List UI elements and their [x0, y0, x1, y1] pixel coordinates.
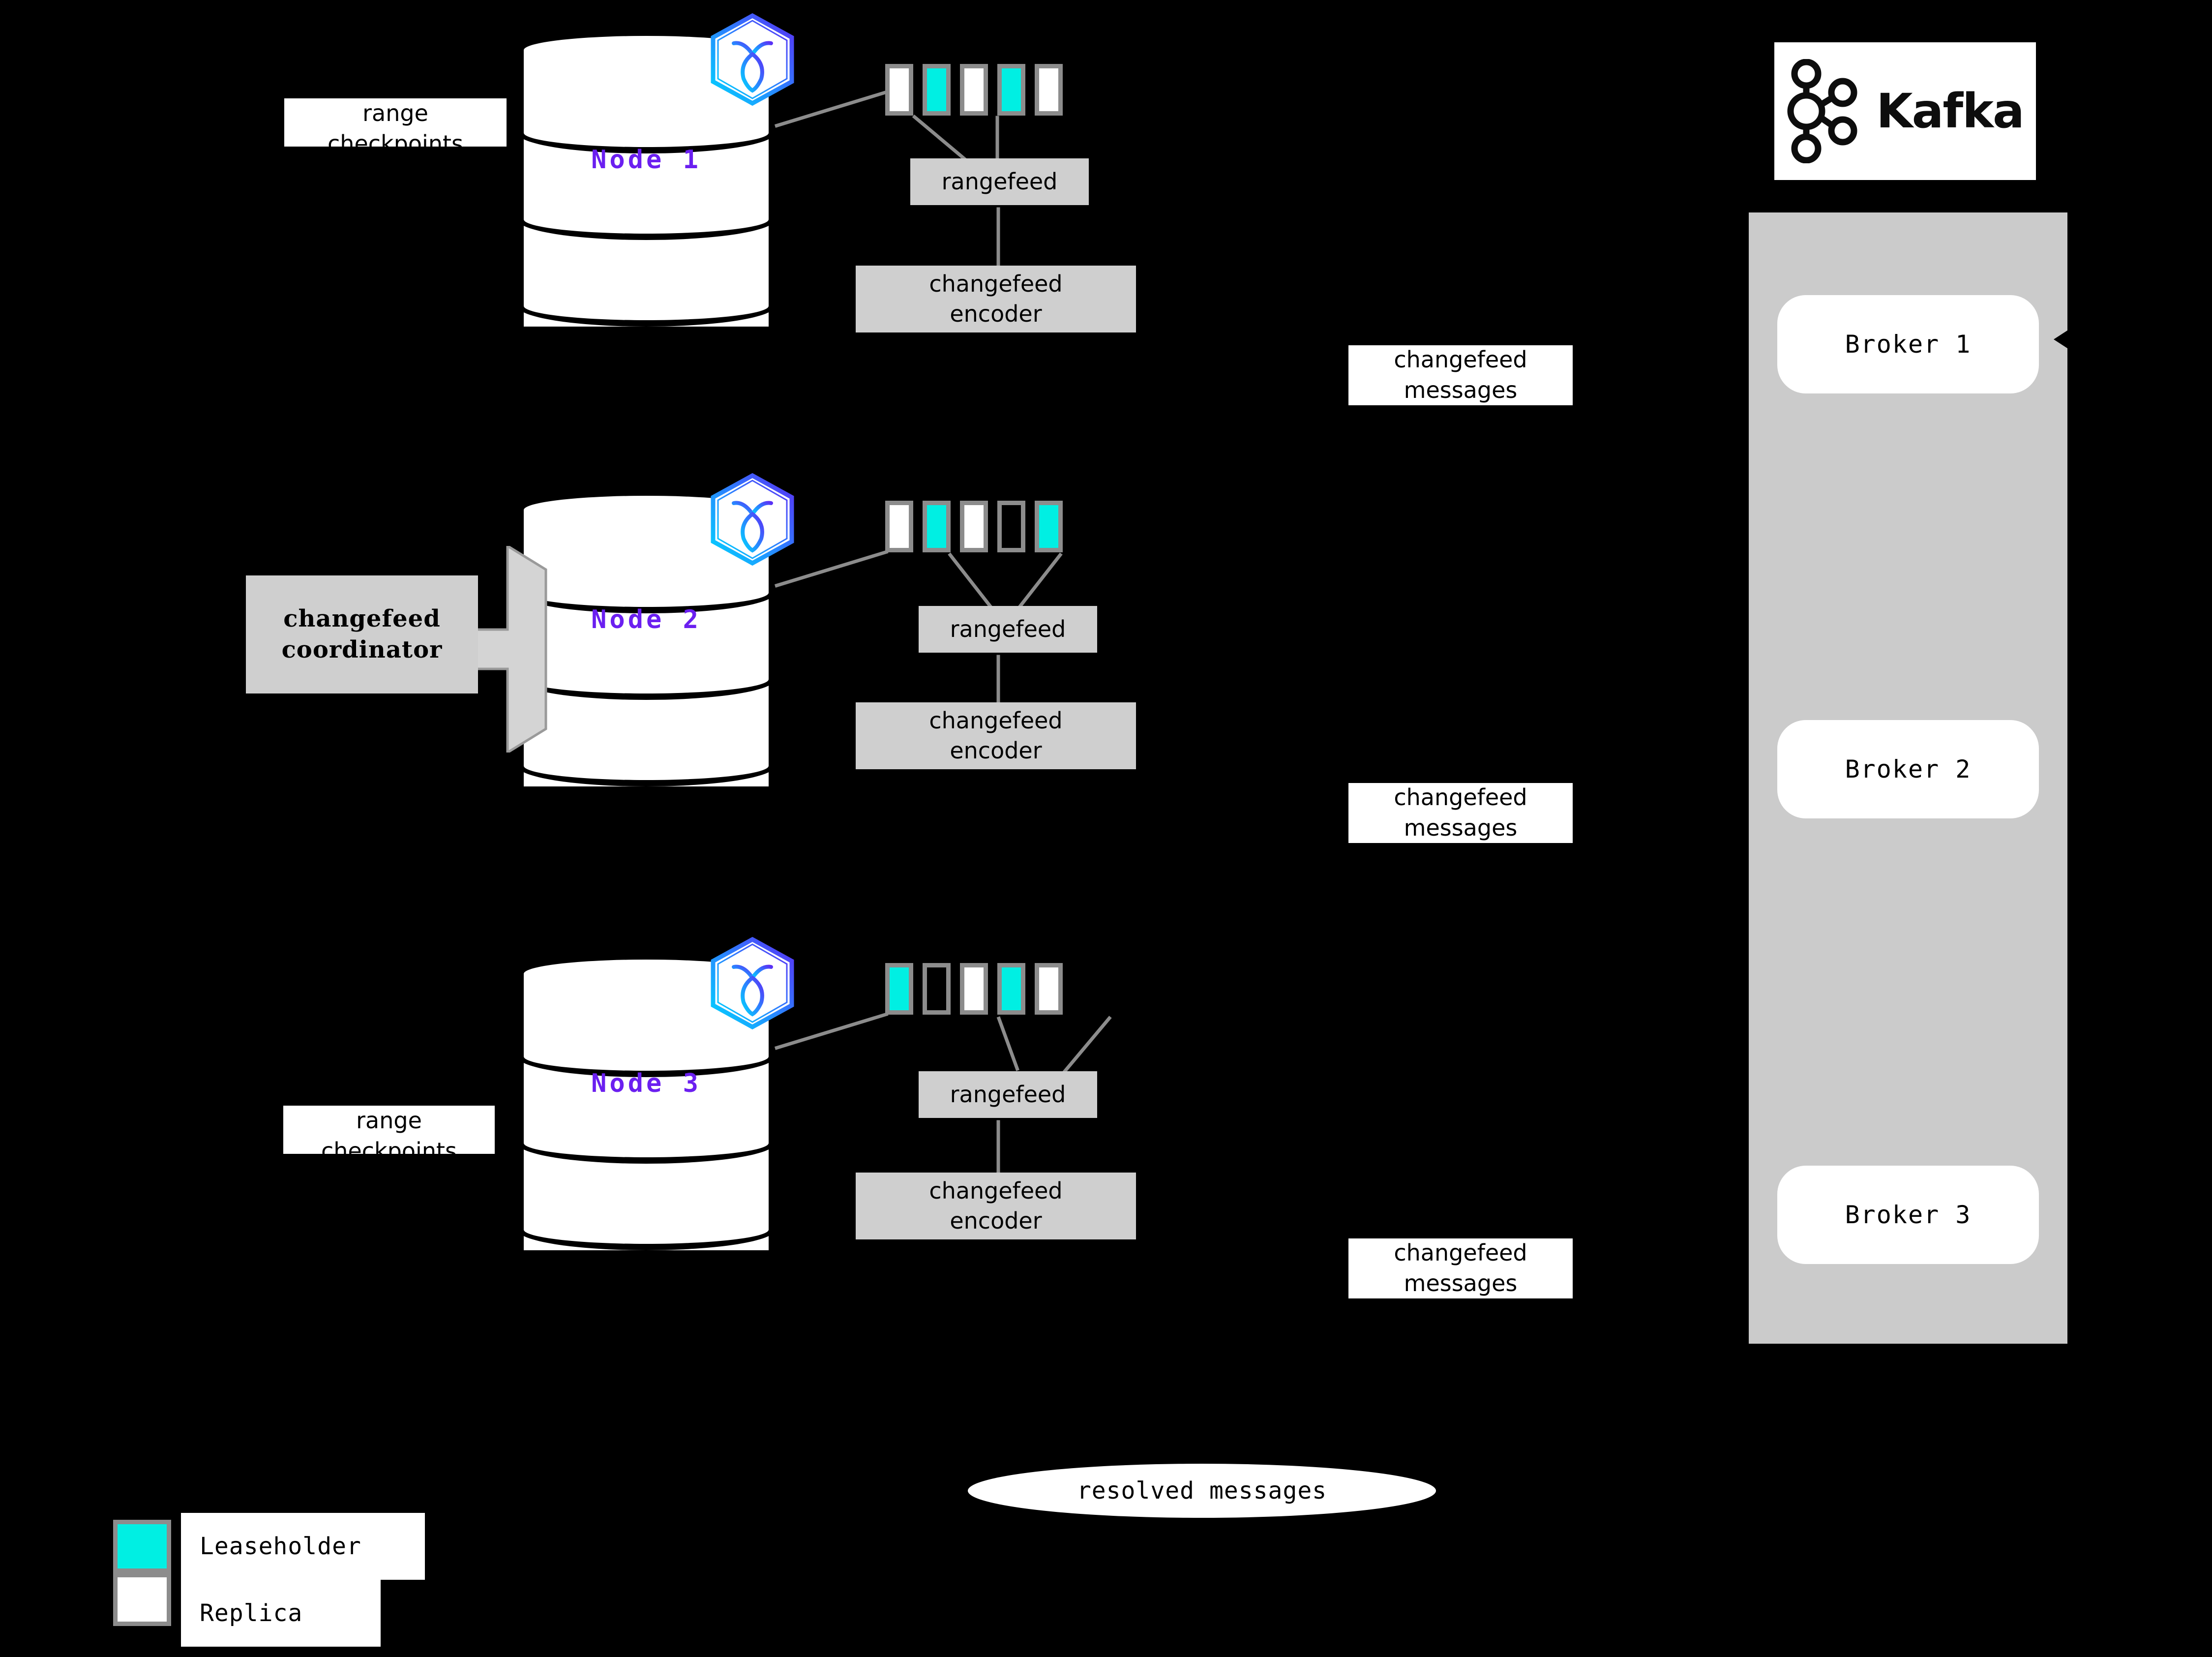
node-1-range-checkpoints-label: range checkpoints — [284, 98, 507, 157]
broker-3[interactable]: Broker 3 — [1777, 1166, 2039, 1264]
resolved-messages-label: resolved messages — [1076, 1477, 1327, 1505]
node-2-label: Node 2 — [591, 605, 701, 634]
replica-box — [960, 963, 988, 1015]
node-2-cylinder: Node 2 — [517, 489, 775, 786]
cockroachdb-logo-icon-node-2 — [711, 473, 794, 566]
node-3-changefeed-messages-label: changefeed messages — [1348, 1238, 1573, 1298]
leaseholder-box — [923, 501, 951, 552]
legend-label-leaseholder: Leaseholder — [181, 1513, 425, 1580]
replica-to-rangefeed-connector — [948, 552, 995, 612]
legend-swatch-replica — [113, 1573, 171, 1626]
node-2-rangefeed-box: rangefeed — [919, 606, 1097, 653]
leaseholder-box — [885, 963, 913, 1015]
node-3-rangefeed-box: rangefeed — [919, 1071, 1097, 1118]
replica-box — [885, 501, 913, 552]
replica-box — [960, 501, 988, 552]
node-2-changefeed-encoder-box: changefeed encoder — [856, 702, 1136, 769]
leaseholder-box — [997, 64, 1025, 116]
rangefeed-to-encoder-connector — [996, 207, 1000, 270]
replica-to-rangefeed-connector-2 — [1058, 1016, 1112, 1079]
kafka-graph-icon — [1787, 59, 1857, 163]
broker-1-inbound-arrow — [2054, 329, 2070, 350]
legend-label-replica: Replica — [181, 1580, 381, 1647]
broker-1-label: Broker 1 — [1845, 330, 1972, 359]
node-1-changefeed-encoder-box: changefeed encoder — [856, 266, 1136, 332]
leaseholder-box — [923, 64, 951, 116]
node-3-replica-row — [885, 963, 1063, 1015]
kafka-logo: Kafka — [1774, 42, 2036, 180]
node-2-replica-row — [885, 501, 1063, 552]
node-1-rangefeed-box: rangefeed — [910, 158, 1089, 205]
broker-2[interactable]: Broker 2 — [1777, 720, 2039, 818]
replica-to-rangefeed-connector — [996, 1016, 1019, 1071]
broker-1[interactable]: Broker 1 — [1777, 295, 2039, 393]
changefeed-coordinator-box: changefeed coordinator — [246, 575, 478, 693]
replica-box — [960, 64, 988, 116]
node-3-changefeed-encoder-box: changefeed encoder — [856, 1173, 1136, 1239]
kafka-logo-text: Kafka — [1876, 84, 2025, 139]
cockroachdb-logo-icon-node-3 — [711, 936, 794, 1030]
leaseholder-box — [997, 963, 1025, 1015]
node-1-label: Node 1 — [591, 145, 701, 175]
cockroachdb-logo-icon-node-1 — [711, 13, 794, 106]
node-1-changefeed-messages-label: changefeed messages — [1348, 345, 1573, 405]
replica-box — [1035, 963, 1063, 1015]
node-2-changefeed-messages-label: changefeed messages — [1348, 783, 1573, 843]
resolved-messages-pill: resolved messages — [968, 1464, 1436, 1518]
node-3-label: Node 3 — [591, 1069, 701, 1098]
leaseholder-box — [1035, 501, 1063, 552]
replica-to-rangefeed-connector-2 — [995, 116, 999, 164]
replica-box-empty — [997, 501, 1025, 552]
replica-box-empty — [923, 963, 951, 1015]
legend-swatch-leaseholder — [113, 1520, 171, 1573]
replica-box — [885, 64, 913, 116]
replica-box — [1035, 64, 1063, 116]
replica-to-rangefeed-connector-2 — [1017, 552, 1063, 609]
broker-3-label: Broker 3 — [1845, 1201, 1972, 1229]
node-1-replica-row — [885, 64, 1063, 116]
broker-2-label: Broker 2 — [1845, 755, 1972, 783]
coordinator-callout-arrow — [472, 546, 547, 753]
node-3-range-checkpoints-label: range checkpoints — [283, 1106, 495, 1164]
